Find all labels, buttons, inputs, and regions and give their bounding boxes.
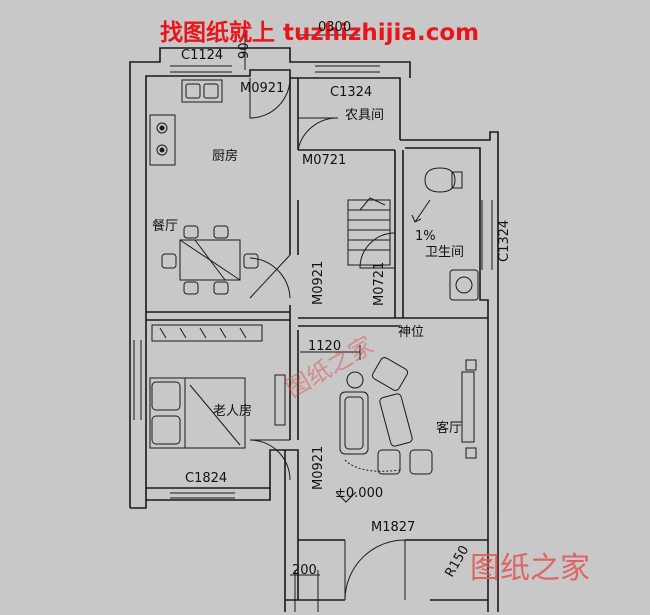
window-label-kitchen: C1124 (181, 48, 223, 63)
door-label-kitchen-back: M0921 (240, 81, 284, 96)
door-label-main: M1827 (371, 520, 415, 535)
stairs (347, 197, 391, 266)
dimension-top-offset: 0300 (318, 20, 351, 35)
dining-table (161, 225, 259, 295)
door-label-bath: M0721 (372, 262, 387, 306)
dimension-radius: R150 (442, 543, 472, 580)
door-label-elder: M0921 (311, 446, 326, 490)
walls (129, 47, 499, 612)
slope-annotation: 1% (415, 229, 436, 244)
door-swings (249, 77, 406, 601)
dimension-step: 200 (292, 563, 317, 578)
labels: 找图纸就上 tuzhizhijia.com C1124 90 0300 M092… (152, 19, 590, 586)
room-label-dining: 餐厅 (152, 218, 178, 234)
watermark-bottom: 图纸之家 (470, 551, 590, 586)
kitchen-fixtures (149, 79, 223, 166)
door-label-storage: M0721 (302, 153, 346, 168)
window-label-storage: C1324 (330, 85, 372, 100)
elevation-label: ±0.000 (335, 486, 383, 501)
dimension-living-width: 1120 (308, 339, 341, 354)
bedroom-fixtures (149, 324, 286, 449)
door-label-dining: M0921 (311, 261, 326, 305)
bath-fixtures (411, 167, 479, 301)
window-label-bath: C1324 (497, 220, 512, 262)
room-label-living: 客厅 (436, 420, 462, 436)
watermark-top: 找图纸就上 tuzhizhijia.com (160, 19, 479, 46)
room-label-kitchen: 厨房 (212, 148, 238, 164)
window-label-elder: C1824 (185, 471, 227, 486)
living-furniture (339, 357, 477, 475)
room-label-elder-bedroom: 老人房 (213, 403, 252, 419)
room-label-storage: 农具间 (345, 108, 384, 123)
dimension-left-top: 90 (237, 42, 252, 59)
dimension-lines (244, 20, 361, 612)
window-marks (133, 65, 493, 499)
room-label-shrine: 神位 (398, 325, 424, 340)
room-label-bathroom: 卫生间 (425, 245, 464, 260)
